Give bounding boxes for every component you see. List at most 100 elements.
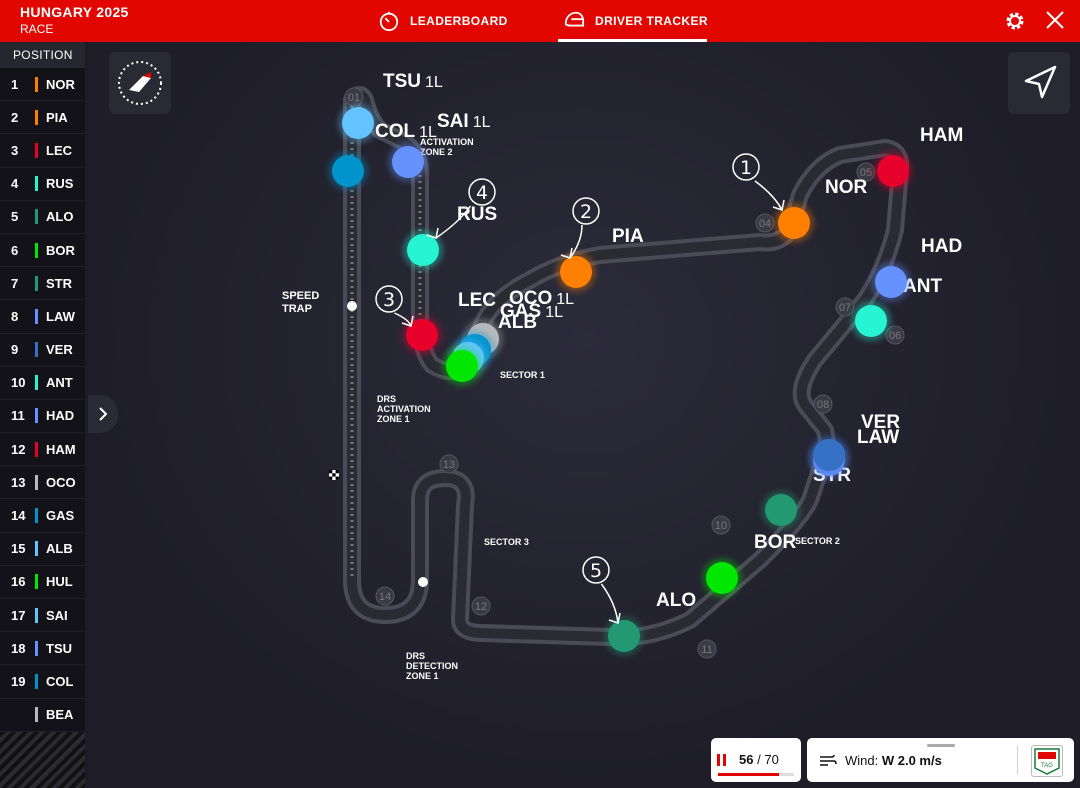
lap-progress-bar xyxy=(718,773,794,776)
position-row[interactable]: BEA xyxy=(0,699,85,732)
driver-code: STR xyxy=(46,275,72,291)
track-map[interactable] xyxy=(88,42,1080,788)
driver-code: HAD xyxy=(46,408,75,424)
car-marker-hul[interactable] xyxy=(446,350,478,382)
position-number: 4 xyxy=(11,176,19,192)
car-marker-nor[interactable] xyxy=(778,207,810,239)
recenter-button[interactable] xyxy=(1008,52,1070,114)
turn-number: 13 xyxy=(443,459,455,471)
driver-code: SAI xyxy=(46,607,68,623)
tab-leaderboard[interactable]: LEADERBOARD xyxy=(378,0,508,42)
drs-activation-2-label: ACTIVATION xyxy=(420,137,474,147)
driver-code: LAW xyxy=(46,308,75,324)
position-number: 19 xyxy=(11,673,26,689)
position-number: 13 xyxy=(11,474,26,490)
track-orientation-button[interactable] xyxy=(109,52,171,114)
drag-handle[interactable] xyxy=(927,744,955,747)
weather-widget[interactable]: Wind: W 2.0 m/s TAG xyxy=(807,738,1074,782)
car-marker-col[interactable] xyxy=(332,155,364,187)
annotation-arrow xyxy=(754,180,785,211)
team-color-bar xyxy=(35,707,38,723)
expand-sidebar-button[interactable] xyxy=(88,395,118,433)
car-marker-sai[interactable] xyxy=(342,107,374,139)
tab-leaderboard-label: LEADERBOARD xyxy=(410,14,508,28)
car-marker-ver[interactable] xyxy=(813,439,845,471)
sector-2-label: SECTOR 2 xyxy=(795,536,840,546)
divider xyxy=(1017,746,1018,774)
car-label-nor: NOR xyxy=(825,177,868,198)
sector-3-label: SECTOR 3 xyxy=(484,537,529,547)
position-row[interactable]: 17 SAI xyxy=(0,599,85,633)
race-subtitle: RACE xyxy=(20,22,54,36)
car-marker-rus[interactable] xyxy=(407,234,439,266)
annotation-arrow xyxy=(426,205,472,239)
turn-number: 05 xyxy=(860,167,872,179)
team-color-bar xyxy=(35,242,38,258)
car-label-had: HAD xyxy=(921,236,962,257)
car-marker-bor[interactable] xyxy=(706,562,738,594)
active-tab-indicator xyxy=(558,39,707,42)
close-icon[interactable] xyxy=(1045,10,1065,30)
position-row[interactable]: 11 HAD xyxy=(0,400,85,434)
team-color-bar xyxy=(35,640,38,656)
wind-icon xyxy=(820,754,837,766)
position-number: 8 xyxy=(11,308,19,324)
drs-activation-1-label-3: ZONE 1 xyxy=(377,414,410,424)
tab-driver-tracker[interactable]: DRIVER TRACKER xyxy=(563,0,708,42)
car-marker-alo[interactable] xyxy=(608,620,640,652)
team-color-bar xyxy=(35,474,38,490)
turn-marker xyxy=(439,454,459,474)
annotation-number: 5 xyxy=(590,560,602,582)
car-marker-ham[interactable] xyxy=(877,155,909,187)
position-number: 11 xyxy=(11,408,25,424)
lap-text: 56 / 70 xyxy=(739,752,779,767)
position-row[interactable]: 8 LAW xyxy=(0,300,85,334)
car-marker-pia[interactable] xyxy=(560,256,592,288)
drs-detection-1-label-2: DETECTION xyxy=(406,661,458,671)
turn-number: 14 xyxy=(379,591,391,603)
wind-label: Wind: xyxy=(845,753,879,768)
turn-marker xyxy=(471,596,491,616)
position-number: 17 xyxy=(11,607,26,623)
car-marker-ant[interactable] xyxy=(855,305,887,337)
car-marker-had[interactable] xyxy=(875,266,907,298)
driver-code: LEC xyxy=(46,142,72,158)
car-label-bor: BOR xyxy=(754,532,797,553)
turn-number: 01 xyxy=(348,92,360,104)
race-title: HUNGARY 2025 xyxy=(20,4,129,20)
car-marker-lec[interactable] xyxy=(406,319,438,351)
turn-marker xyxy=(813,394,833,414)
turn-marker xyxy=(375,586,395,606)
wind-value: W 2.0 m/s xyxy=(881,753,942,768)
speed-trap-label-2: TRAP xyxy=(282,303,312,315)
team-color-bar xyxy=(35,441,38,457)
gear-icon[interactable] xyxy=(1003,9,1027,33)
position-number: 10 xyxy=(11,375,26,391)
annotation-arrow xyxy=(600,583,621,624)
car-marker-tsu[interactable] xyxy=(392,146,424,178)
team-color-bar xyxy=(35,342,38,358)
position-number: 6 xyxy=(11,242,19,258)
car-marker-str[interactable] xyxy=(765,494,797,526)
team-color-bar xyxy=(35,109,38,125)
